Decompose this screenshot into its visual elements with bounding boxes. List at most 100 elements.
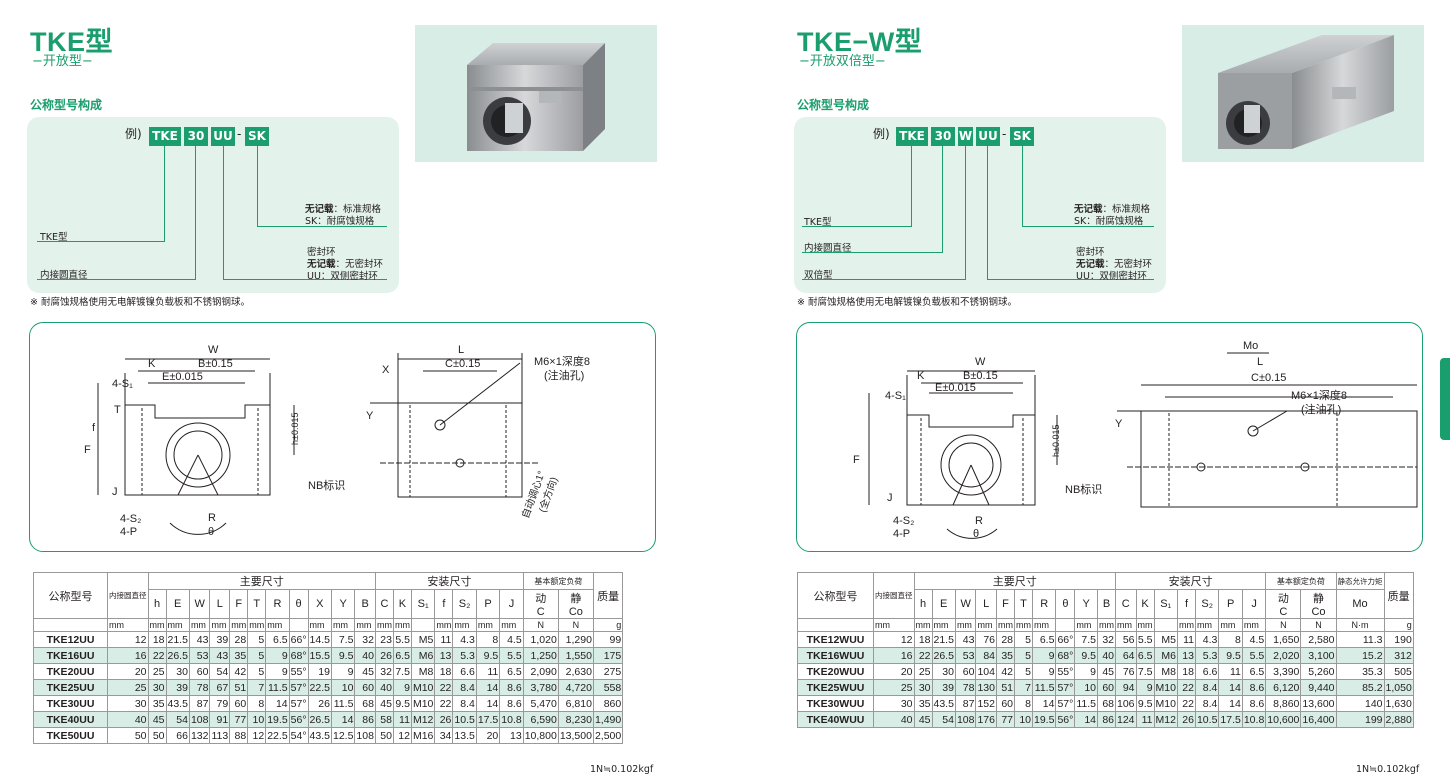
table-cell: 5,260: [1300, 663, 1337, 680]
table-cell: M10: [410, 679, 436, 696]
oil-hole-spec: M6×1深度8: [1291, 388, 1347, 402]
table-cell: 87: [954, 695, 977, 712]
unit: mm: [475, 618, 501, 632]
dim-b: B±0.15: [198, 358, 233, 370]
table-cell: M6: [410, 647, 436, 664]
table-cell: 35.3: [1335, 663, 1385, 680]
table-cell: 45: [374, 695, 394, 712]
code-sk: SK: [1010, 127, 1034, 146]
leader-line: [37, 279, 196, 280]
col-group-load: 基本额定负荷: [1265, 572, 1337, 590]
table-cell: 10: [1074, 679, 1098, 696]
leader-line: [942, 146, 943, 252]
unit: mm: [330, 618, 356, 632]
table-cell: 55°: [288, 663, 309, 680]
bearing-block-image: [467, 43, 605, 151]
dim-c: C±0.15: [445, 358, 480, 370]
col-theta: θ: [1055, 589, 1076, 619]
table-cell: 132: [188, 727, 211, 744]
table-cell: 2,580: [1300, 631, 1337, 648]
table-cell: 32: [374, 663, 394, 680]
dim-c: C±0.15: [1251, 372, 1286, 384]
product-photo: [1182, 25, 1424, 162]
table-cell: 67: [209, 679, 231, 696]
footnote-corrosion: ※ 耐腐蚀规格使用无电解镀镍负载板和不锈钢钢球。: [30, 297, 250, 308]
table-cell: 13.5: [452, 727, 477, 744]
table-cell: 94: [1115, 679, 1137, 696]
table-cell: 51: [229, 679, 249, 696]
table-cell: 190: [1383, 631, 1414, 648]
table-cell: M12: [1153, 711, 1178, 728]
leader-line: [257, 226, 387, 227]
label-type: TKE型: [804, 217, 832, 228]
label-corrosion: SK：耐腐蚀规格: [1074, 216, 1144, 227]
unit: mm: [1176, 618, 1196, 632]
table-cell: 1,490: [592, 711, 624, 728]
table-cell: 2,630: [557, 663, 594, 680]
table-cell: 40: [1097, 647, 1116, 664]
unit: N: [1265, 618, 1302, 632]
table-cell: 108: [354, 727, 376, 744]
table-cell: 30: [147, 679, 167, 696]
table-cell: 30: [107, 695, 149, 712]
col-k: K: [392, 589, 412, 619]
table-cell: 26: [374, 647, 394, 664]
table-cell: 30: [931, 663, 956, 680]
table-cell: 78: [954, 679, 977, 696]
dim-F: F: [853, 454, 860, 466]
label-standard: 无记载：标准规格: [1074, 204, 1151, 215]
table-cell: 12.5: [330, 727, 356, 744]
table-cell: 11.5: [265, 679, 290, 696]
leader-line: [37, 241, 165, 242]
front-view-labels: W B±0.15 K E±0.015 4-S₁ T f F J 4-S₂ 4-P…: [84, 344, 345, 538]
unit: mm: [1194, 618, 1220, 632]
page-title: TKE型: [30, 27, 113, 57]
table-cell: 3,100: [1300, 647, 1337, 664]
table-cell: 10.8: [499, 711, 524, 728]
table-cell: 14: [330, 711, 356, 728]
unit: N: [1300, 618, 1337, 632]
table-cell: 28: [229, 631, 249, 648]
table-cell: 76: [1115, 663, 1137, 680]
dim-w: W: [975, 356, 986, 368]
table-cell: 1,630: [1383, 695, 1414, 712]
table-cell: 60: [954, 663, 977, 680]
table-cell: 18: [1176, 663, 1196, 680]
table-cell: 39: [165, 679, 190, 696]
col-group-mount: 安装尺寸: [1114, 572, 1267, 590]
col-l: L: [209, 589, 231, 619]
table-cell: 39: [209, 631, 231, 648]
unit: mm: [1241, 618, 1267, 632]
col-r: R: [265, 589, 290, 619]
table-cell: 54: [209, 663, 231, 680]
table-cell: 66: [165, 727, 190, 744]
table-cell: 45: [913, 711, 933, 728]
col-j: J: [1241, 589, 1267, 619]
table-cell: 113: [209, 727, 231, 744]
table-cell: 1,050: [1383, 679, 1414, 696]
table-cell: 87: [188, 695, 211, 712]
nb-mark: NB标识: [308, 478, 345, 492]
table-cell: 26.5: [931, 647, 956, 664]
table-cell: 11.5: [330, 695, 356, 712]
dim-r: R: [208, 512, 216, 524]
label-inner-dia: 内接圆直径: [804, 243, 852, 254]
model-cell: TKE16UU: [33, 647, 108, 664]
col-b: B: [354, 589, 376, 619]
code-tke: TKE: [149, 127, 181, 146]
drawing-svg: W B±0.15 K E±0.015 4-S₁ F J 4-S₂ 4-P R θ…: [853, 340, 1418, 540]
table-cell: 11.3: [1335, 631, 1385, 648]
table-cell: 40: [873, 711, 915, 728]
example-label: 例): [125, 127, 142, 141]
model-cell: TKE16WUU: [797, 647, 874, 664]
table-cell: 10,800: [522, 727, 559, 744]
col-r: R: [1031, 589, 1057, 619]
unit: mm: [1014, 618, 1033, 632]
front-view: [868, 352, 1418, 539]
side-index-tab[interactable]: [1440, 358, 1450, 440]
unit: g: [592, 618, 624, 632]
table-cell: 35: [147, 695, 167, 712]
model-code-panel: 例) TKE 30 UU - SK 无记载：标准规格 SK：耐腐蚀规格 密封环 …: [27, 117, 399, 293]
